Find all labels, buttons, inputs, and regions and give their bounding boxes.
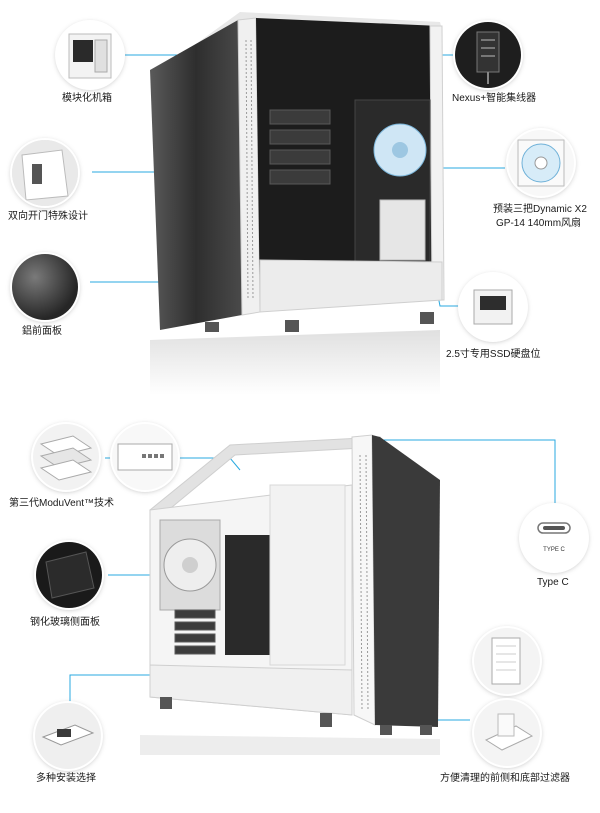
mounting-label: 多种安装选择 [36,773,96,784]
modular-case-thumbnail [57,22,123,88]
modular-case-label: 模块化机箱 [62,93,112,104]
moduvent-thumbnail-1 [33,424,99,490]
nexus-hub-label: Nexus+智能集线器 [452,93,537,104]
usb-c-port-icon: TYPE C [537,522,571,553]
glass-panel-thumbnail [36,542,102,608]
glass-panel-label: 钢化玻璃侧面板 [30,617,100,628]
typec-label: Type C [537,577,569,588]
typec-icon-text: TYPE C [543,547,565,553]
drive-mount-icon [41,724,95,746]
mounting-thumbnail [35,703,101,769]
aluminum-panel-thumbnail [12,254,78,320]
fan-icon [517,139,565,187]
aluminum-panel-label: 鋁前面板 [22,326,62,337]
filter-thumbnail-1 [474,628,540,694]
ssd-bay-thumbnail [460,274,526,340]
filters-label: 方便清理的前侧和底部过滤器 [440,773,570,784]
modular-case-icon [68,33,112,79]
fan-thumbnail [508,130,574,196]
door-hinge-icon [12,140,78,206]
top-io-icon [117,443,173,471]
fans-label-line1: 预装三把Dynamic X2 [493,204,587,215]
moduvent-label: 第三代ModuVent™技术 [9,498,115,509]
moduvent-thumbnail-2 [112,424,178,490]
ssd-bay-icon [473,289,513,325]
case-front-view [150,12,445,395]
nexus-hub-thumbnail [455,22,521,88]
typec-thumbnail: TYPE C [521,505,587,571]
moduvent-exploded-icon [39,435,93,481]
ssd-bay-label: 2.5寸专用SSD硬盘位 [446,349,541,360]
door-design-label: 双向开门特殊设计 [8,211,88,222]
door-design-thumbnail [12,140,78,206]
bottom-filter-icon [484,713,534,751]
case-side-view [140,434,440,755]
nexus-hub-icon [476,31,500,84]
fans-label-line2: GP-14 140mm风扇 [496,218,582,229]
filter-thumbnail-2 [474,700,540,766]
tempered-glass-icon [45,551,95,599]
front-filter-icon [491,637,521,685]
